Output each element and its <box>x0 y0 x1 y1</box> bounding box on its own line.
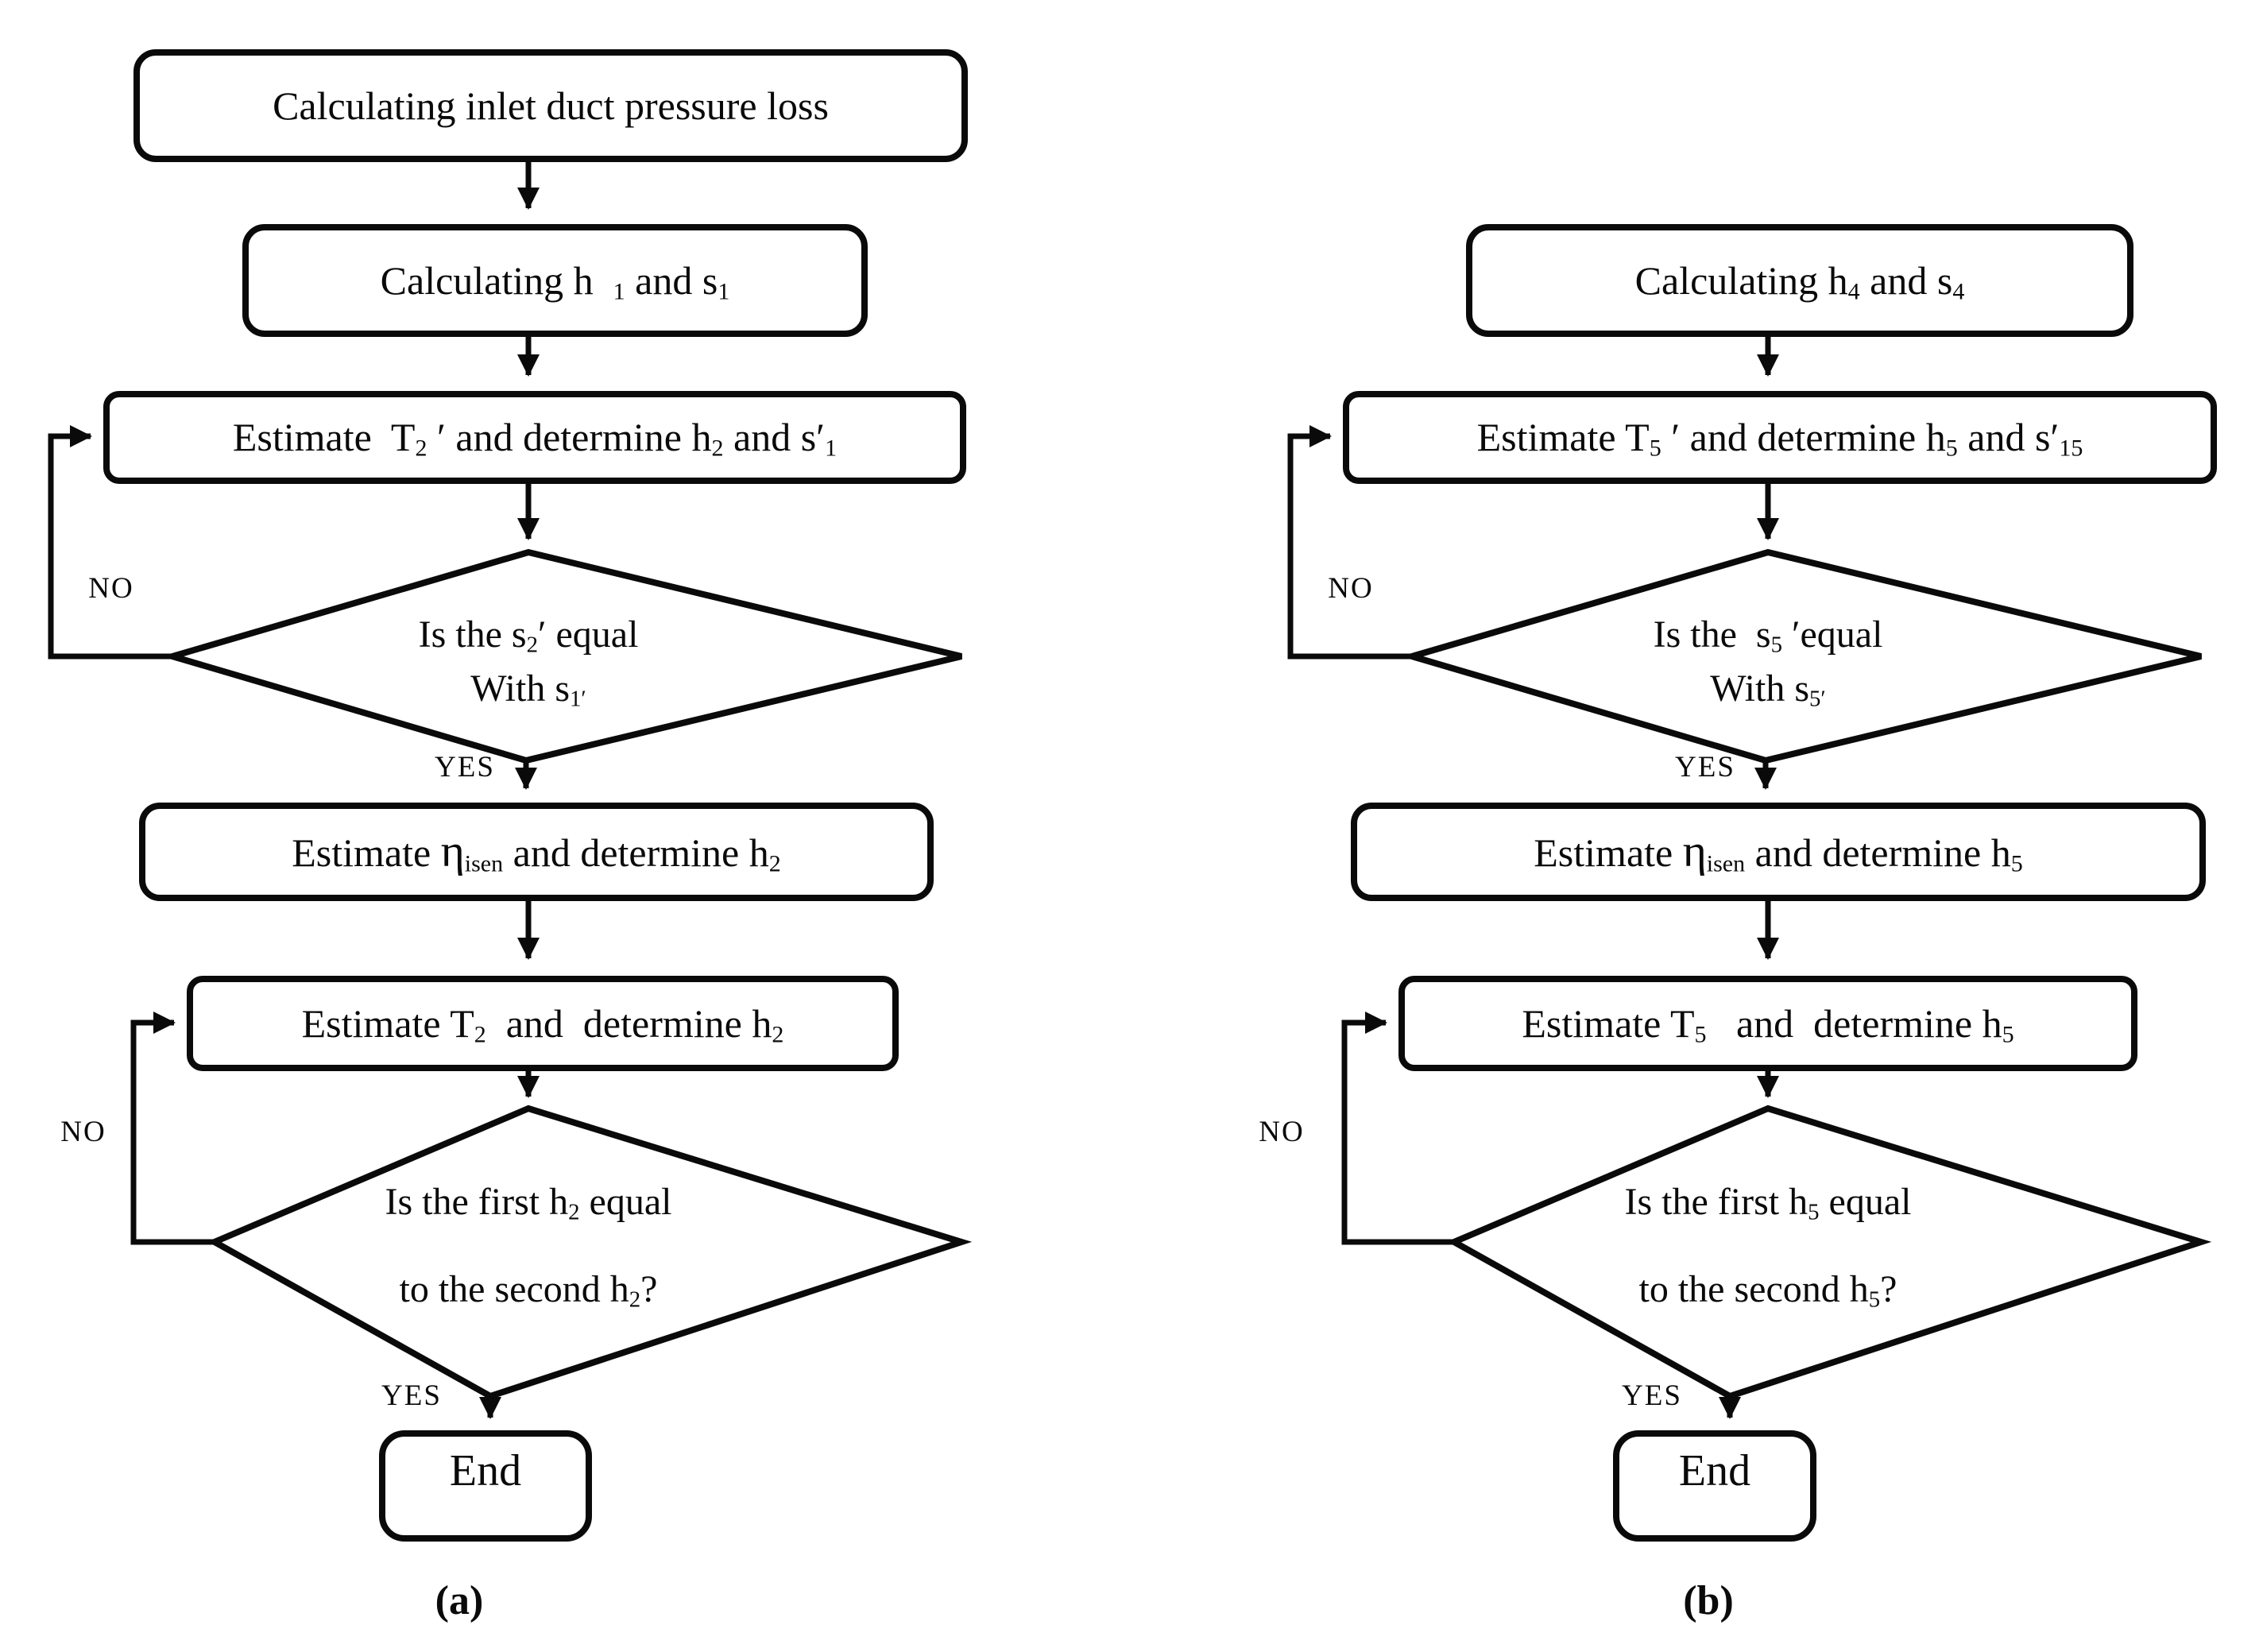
decision2-a-no-label: NO <box>60 1115 106 1148</box>
decision2-a-diamond <box>207 1105 973 1400</box>
decision2-b-yes-label: YES <box>1622 1379 1682 1412</box>
decision1-b-no-label: NO <box>1328 571 1374 605</box>
process-b-estimate-t5: Estimate T5 and determine h5 <box>1398 976 2137 1071</box>
decision1-a-no-label: NO <box>88 571 134 605</box>
decision2-a-text-line2: to the second h2? <box>399 1267 658 1313</box>
loop-b-decision2-no <box>1341 1012 1454 1245</box>
panel-b-caption: (b) <box>1683 1577 1734 1623</box>
end-node-a: End <box>379 1430 592 1542</box>
process-a-estimate-eta-isen: Estimate ηisen and determine h2 <box>139 803 934 901</box>
decision2-b-text-line2: to the second h5? <box>1638 1267 1897 1313</box>
process-a-estimate-t2: Estimate T2 and determine h2 <box>187 976 899 1071</box>
process-a-calc-h1-s1: Calculating h 1 and s1 <box>242 224 868 337</box>
loop-a-decision2-no <box>130 1012 215 1245</box>
decision1-a-yes-label: YES <box>435 750 495 783</box>
decision1-b-yes-label: YES <box>1675 750 1735 783</box>
process-b-estimate-eta-isen: Estimate ηisen and determine h5 <box>1351 803 2206 901</box>
decision1-a-text-line2: With s1′ <box>470 667 586 712</box>
process-b-calc-h4-s4: Calculating h4 and s4 <box>1466 224 2133 337</box>
decision1-a-text-line1: Is the s2′ equal <box>418 613 639 658</box>
loop-b-decision1-no <box>1287 425 1412 660</box>
decision2-a-yes-label: YES <box>381 1379 442 1412</box>
panel-a-caption: (a) <box>435 1577 484 1623</box>
decision2-b-diamond <box>1446 1105 2212 1400</box>
end-node-b: End <box>1613 1430 1816 1542</box>
decision1-b-diamond <box>1400 548 2202 764</box>
process-a-estimate-t2-prime: Estimate T2 ′ and determine h2 and s′1 <box>103 391 966 484</box>
decision2-a-text-line1: Is the first h2 equal <box>385 1180 672 1225</box>
loop-a-decision1-no <box>48 425 172 660</box>
decision1-b-text-line1: Is the s5 ′equal <box>1653 613 1883 658</box>
process-b-estimate-t5-prime: Estimate T5 ′ and determine h5 and s′15 <box>1343 391 2217 484</box>
process-a-inlet-duct-pressure: Calculating inlet duct pressure loss <box>133 49 968 162</box>
decision2-b-no-label: NO <box>1259 1115 1305 1148</box>
decision2-b-text-line1: Is the first h5 equal <box>1624 1180 1912 1225</box>
decision1-b-text-line2: With s5′ <box>1710 667 1826 712</box>
decision1-a-diamond <box>161 548 962 764</box>
